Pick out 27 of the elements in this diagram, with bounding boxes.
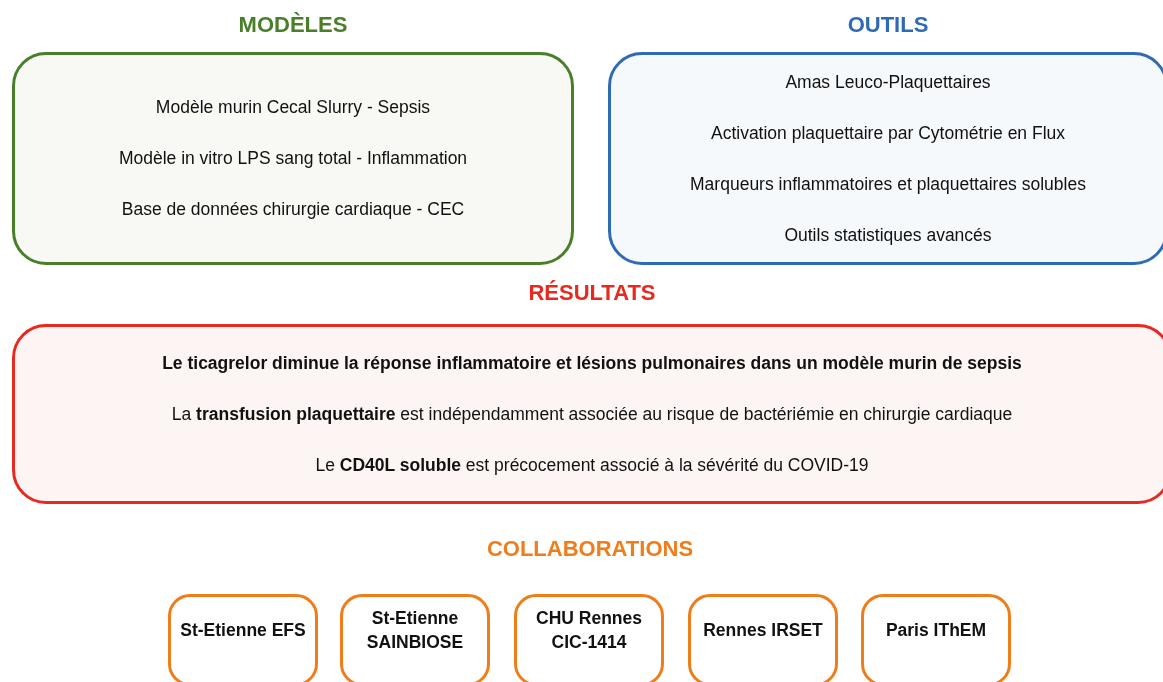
collaborator-box	[688, 594, 838, 682]
text-line: Modèle murin Cecal Slurry - Sepsis	[155, 96, 431, 119]
text-line: La transfusion plaquettaire est indépendamment associée au risque de bactériémie en chirurgie cardiaque	[171, 402, 1013, 426]
collaborator-name: St-Etienne EFS	[179, 619, 307, 642]
collaborator-name: CHU Rennes CIC-1414	[535, 607, 643, 654]
rounded-panel	[608, 52, 1163, 265]
text-line: Le CD40L soluble est précocement associé à la sévérité du COVID-19	[315, 453, 869, 477]
collaborator-box	[861, 594, 1011, 682]
text-line: Outils statistiques avancés	[784, 223, 992, 247]
section-heading: OUTILS	[847, 12, 929, 37]
rounded-panel	[12, 324, 1163, 504]
collaborator-box	[340, 594, 490, 682]
text-line: Modèle in vitro LPS sang total - Inflammation	[118, 147, 468, 170]
section-heading: MODÈLES	[238, 12, 348, 37]
text-line: Le ticagrelor diminue la réponse inflammatoire et lésions pulmonaires dans un modèle murin de sepsis	[162, 351, 1022, 375]
text-line: Base de données chirurgie cardiaque - CEC	[121, 198, 465, 221]
text-line: Marqueurs inflammatoires et plaquettaires solubles	[690, 172, 1086, 196]
rounded-panel	[12, 52, 574, 265]
text-line: Amas Leuco-Plaquettaires	[785, 70, 991, 94]
collaborator-box	[514, 594, 664, 682]
collaborator-name: St-Etienne SAINBIOSE	[365, 607, 465, 654]
section-heading: COLLABORATIONS	[486, 536, 694, 561]
text-line: Activation plaquettaire par Cytométrie en Flux	[710, 121, 1066, 145]
collaborator-name: Rennes IRSET	[702, 619, 824, 642]
collaborator-name: Paris IThEM	[884, 619, 988, 642]
section-heading: RÉSULTATS	[528, 280, 656, 305]
collaborator-box	[168, 594, 318, 682]
